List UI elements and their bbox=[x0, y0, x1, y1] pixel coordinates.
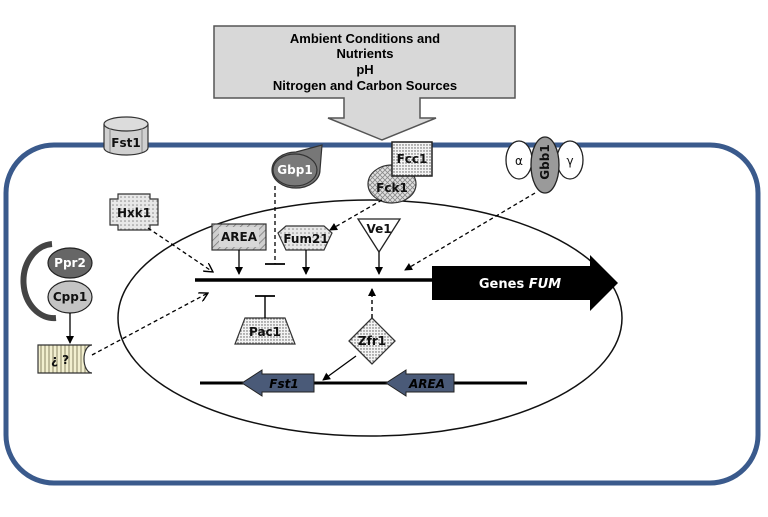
genes-fum-prefix: Genes bbox=[479, 277, 529, 292]
fst1-label: Fst1 bbox=[111, 136, 140, 150]
gbp1-label: Gbp1 bbox=[277, 163, 312, 177]
g-gamma-label: γ bbox=[566, 154, 573, 168]
fck1-to-fum21 bbox=[329, 199, 383, 231]
g-protein-complex: α γ Gbb1 bbox=[505, 136, 584, 194]
fst1-gene-label: Fst1 bbox=[269, 377, 298, 391]
genes-fum-label: Genes FUM bbox=[479, 277, 561, 292]
genes-fum-italic: FUM bbox=[529, 277, 561, 292]
ppr2-cpp1-complex: Ppr2 Cpp1 bbox=[20, 241, 93, 322]
cpp1-label: Cpp1 bbox=[53, 290, 87, 304]
pac1-node: Pac1 bbox=[234, 317, 296, 345]
ppr2-label: Ppr2 bbox=[54, 256, 86, 270]
g-beta-label: Gbb1 bbox=[538, 144, 552, 179]
area-gene-label: AREA bbox=[408, 377, 445, 391]
zfr1-to-fst1 bbox=[322, 355, 357, 381]
zfr1-node: Zfr1 bbox=[348, 317, 396, 365]
header-line-4: Nitrogen and Carbon Sources bbox=[273, 78, 457, 93]
header-line-2: Nutrients bbox=[336, 46, 393, 61]
header-line-3: pH bbox=[356, 62, 373, 77]
hxk1-label: Hxk1 bbox=[117, 206, 151, 220]
ve1-node: Ve1 bbox=[356, 218, 402, 254]
unknown-receptor-node: ¿ ? bbox=[37, 344, 93, 374]
area-protein-label: AREA bbox=[221, 230, 258, 244]
ambient-conditions-box: Ambient Conditions and Nutrients pH Nitr… bbox=[213, 25, 516, 141]
fck1-label: Fck1 bbox=[376, 181, 408, 195]
hxk1-node: Hxk1 bbox=[109, 193, 159, 231]
hxk1-to-promoter bbox=[147, 227, 213, 272]
area-protein-node: AREA bbox=[211, 223, 267, 251]
receptor-to-promoter bbox=[91, 293, 208, 356]
fcc1-fck1-complex: Fcc1 Fck1 bbox=[367, 141, 433, 204]
g-alpha-label: α bbox=[515, 154, 523, 168]
gbp1-node: Gbp1 bbox=[271, 144, 323, 189]
fcc1-label: Fcc1 bbox=[397, 152, 428, 166]
genes-fum-arrow: Genes FUM bbox=[432, 255, 618, 311]
zfr1-label: Zfr1 bbox=[358, 334, 386, 348]
nucleus bbox=[117, 199, 623, 437]
ve1-label: Ve1 bbox=[366, 222, 391, 236]
header-line-1: Ambient Conditions and bbox=[290, 31, 440, 46]
fst1-gene-arrow: Fst1 bbox=[241, 369, 315, 397]
area-gene-arrow: AREA bbox=[385, 369, 455, 397]
fst1-transporter: Fst1 bbox=[103, 116, 149, 156]
pac1-label: Pac1 bbox=[249, 325, 281, 339]
fum21-node: Fum21 bbox=[277, 225, 333, 251]
unknown-receptor-label: ¿ ? bbox=[51, 353, 69, 367]
fum21-label: Fum21 bbox=[283, 232, 328, 246]
